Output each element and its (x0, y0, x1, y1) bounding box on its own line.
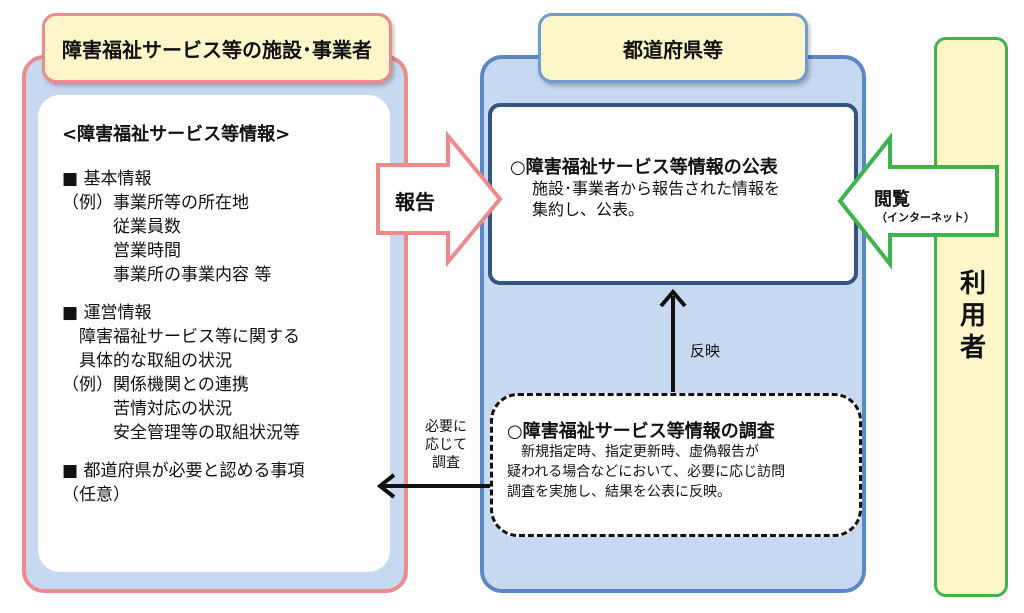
info-line: 従業員数 (62, 217, 181, 237)
publish-line: 集約し、公表。 (532, 200, 645, 219)
browse-arrow (837, 132, 999, 270)
investigate-line: 調査 (432, 455, 460, 471)
info-line: （任意） (62, 485, 130, 505)
info-line: （例）事業所等の所在地 (62, 193, 249, 213)
info-title: <障害福祉サービス等情報> (62, 124, 291, 145)
survey-box: ○障害福祉サービス等情報の調査 新規指定時、指定更新時、虚偽報告が 疑われる場合… (490, 393, 862, 537)
info-section-heading: ■ 運営情報 (62, 303, 152, 323)
report-arrow (376, 130, 503, 268)
info-section-heading: ■ 基本情報 (62, 169, 152, 189)
survey-line: 疑われる場合などにおいて、必要に応じ訪問 (507, 464, 786, 480)
info-line: 具体的な取組の状況 (62, 351, 232, 371)
browse-label: 閲覧 (874, 189, 910, 210)
investigate-label: 必要に 応じて 調査 (418, 418, 474, 472)
survey-title: ○障害福祉サービス等情報の調査 (507, 421, 775, 442)
investigate-line: 応じて (425, 437, 467, 453)
info-line: 営業時間 (62, 241, 181, 261)
info-line: 障害福祉サービス等に関する (62, 327, 300, 347)
info-line: 安全管理等の取組状況等 (62, 423, 300, 443)
facility-header-text: 障害福祉サービス等の施設･事業者 (62, 37, 372, 62)
browse-sublabel: （インターネット） (876, 211, 975, 224)
info-section: ■ 都道府県が必要と認める事項 （任意） (62, 459, 390, 507)
reflect-arrow (659, 288, 687, 392)
prefecture-header: 都道府県等 (538, 13, 808, 83)
info-section: ■ 基本情報 （例）事業所等の所在地 従業員数 営業時間 事業所の事業内容 等 (62, 167, 390, 287)
info-line: （例）関係機関との連携 (62, 375, 249, 395)
survey-line: 新規指定時、指定更新時、虚偽報告が (507, 444, 759, 460)
user-label: 利用者 (955, 269, 986, 365)
reflect-label: 反映 (690, 342, 721, 360)
investigate-line: 必要に (425, 419, 467, 435)
publish-box: ○障害福祉サービス等情報の公表 施設･事業者から報告された情報を 集約し、公表。 (488, 103, 858, 285)
publish-line: 施設･事業者から報告された情報を (532, 179, 781, 198)
prefecture-header-text: 都道府県等 (623, 37, 723, 62)
facility-header: 障害福祉サービス等の施設･事業者 (42, 13, 392, 83)
info-line: 苦情対応の状況 (62, 399, 232, 419)
publish-title: ○障害福祉サービス等情報の公表 (510, 157, 778, 178)
info-line: 事業所の事業内容 等 (62, 265, 272, 285)
facility-info-box: <障害福祉サービス等情報> ■ 基本情報 （例）事業所等の所在地 従業員数 営業時… (38, 95, 390, 572)
investigate-arrow (376, 473, 490, 499)
report-label: 報告 (395, 190, 435, 214)
info-section: ■ 運営情報 障害福祉サービス等に関する 具体的な取組の状況 （例）関係機関との連… (62, 301, 390, 445)
info-section-heading: ■ 都道府県が必要と認める事項 (62, 461, 305, 481)
survey-line: 調査を実施し、結果を公表に反映。 (507, 484, 731, 500)
user-panel: 利用者 (934, 37, 1008, 597)
